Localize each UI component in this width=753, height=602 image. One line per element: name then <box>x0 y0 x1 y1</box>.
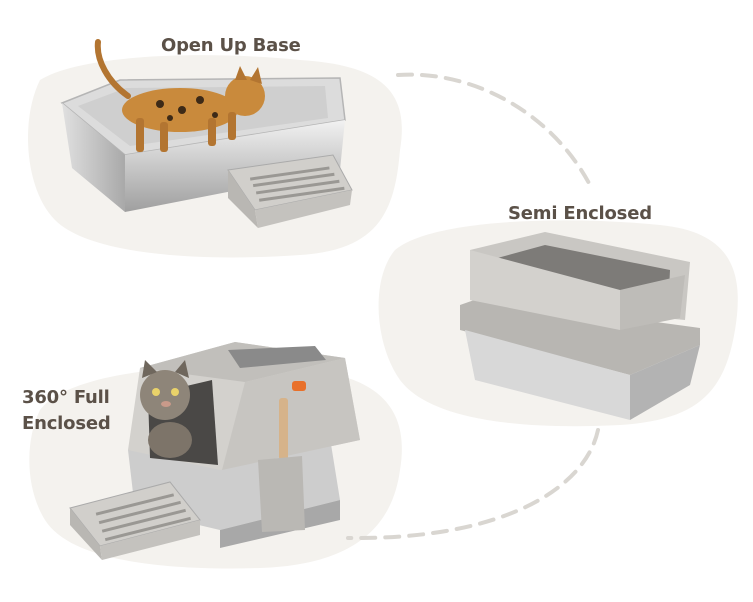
scoop-handle-icon <box>279 398 288 460</box>
lid-release-button-icon <box>292 381 306 391</box>
label-full-enclosed-line2: Enclosed <box>22 413 111 435</box>
semi-enclosed-litter-box-illustration <box>460 232 700 420</box>
dashed-connector-top <box>396 72 592 187</box>
bengal-cat-icon <box>94 39 265 152</box>
dashed-connector-bottom <box>346 428 600 541</box>
label-open-up-base: Open Up Base <box>161 35 301 56</box>
litter-step-ramp-icon <box>69 481 201 560</box>
label-semi-enclosed: Semi Enclosed <box>508 203 652 224</box>
label-full-enclosed-line1: 360° Full <box>22 387 110 408</box>
litter-step-ramp-icon <box>227 154 353 228</box>
tabby-cat-icon <box>140 360 192 458</box>
label-full-enclosed: 360° Full Enclosed <box>22 385 132 437</box>
